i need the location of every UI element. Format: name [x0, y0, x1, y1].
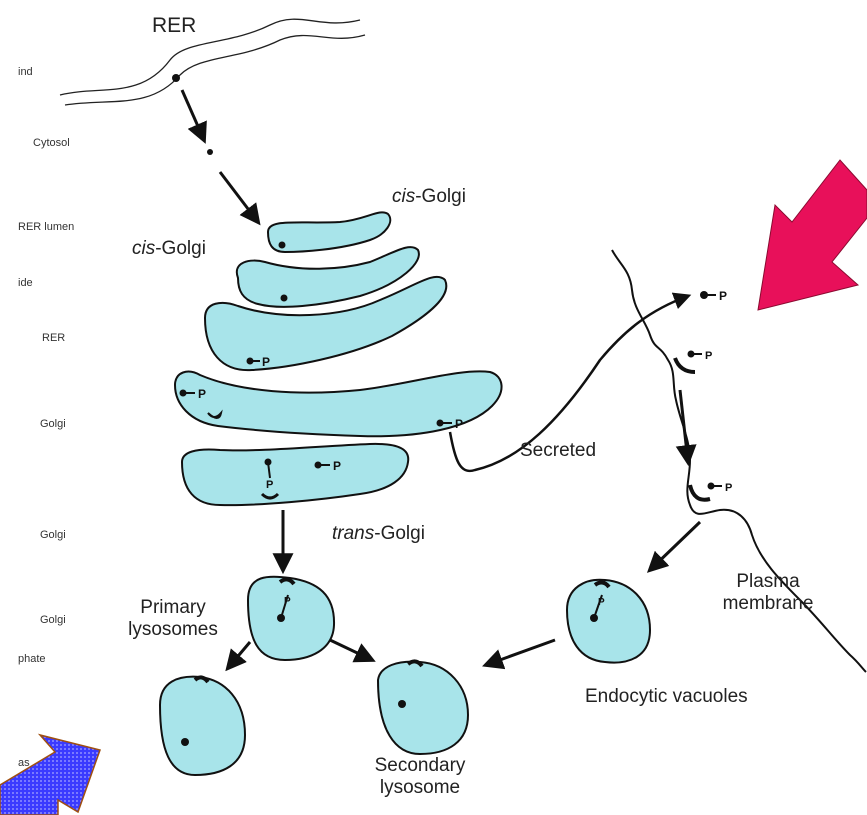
- blue-pointer-arrow: [0, 735, 100, 815]
- svg-text:P: P: [333, 459, 341, 473]
- arrow-primary-to-left: [228, 642, 250, 668]
- primary-lysosomes-label: Primary lysosomes: [108, 597, 238, 641]
- secondary-lysosome-label: Secondary lysosome: [345, 755, 495, 799]
- endocytic-vacuole: [567, 580, 650, 663]
- golgi-cisterna-1: [268, 212, 390, 252]
- rer-protein-dot: [172, 74, 180, 82]
- svg-text:P: P: [705, 350, 712, 362]
- svg-text:P: P: [284, 596, 291, 607]
- side-label-4: ide: [18, 277, 33, 289]
- trans-golgi-label: trans-Golgi: [332, 523, 425, 545]
- secreted-label: Secreted: [520, 440, 596, 462]
- side-label-6: Golgi: [40, 418, 66, 430]
- cis-golgi-label-left: cis-Golgi: [132, 238, 206, 260]
- side-label-2: Cytosol: [33, 137, 70, 149]
- cis-golgi-label-right: cis-Golgi: [392, 186, 466, 208]
- side-label-7: Golgi: [40, 529, 66, 541]
- side-label-8: Golgi: [40, 614, 66, 626]
- arrow-primary-to-secondary: [330, 640, 372, 660]
- rer-membrane-lower: [65, 35, 365, 105]
- rer-title: RER: [152, 14, 196, 38]
- arrow-endocytic-to-secondary: [486, 640, 555, 665]
- transport-dot-1: [207, 149, 213, 155]
- rer-membrane-upper: [60, 19, 360, 95]
- svg-text:P: P: [719, 289, 727, 303]
- arrow-rer-down: [182, 90, 204, 140]
- golgi-cisterna-trans: [182, 444, 408, 505]
- arrow-to-endocytic: [650, 522, 700, 570]
- golgi-cisterna-4: [175, 371, 502, 436]
- side-label-1: ind: [18, 66, 33, 78]
- svg-text:P: P: [266, 479, 273, 491]
- svg-text:P: P: [725, 482, 732, 494]
- side-label-3: RER lumen: [18, 221, 74, 233]
- side-label-9: phate: [18, 653, 46, 665]
- plasma-membrane-label: Plasma membrane: [693, 571, 843, 615]
- svg-text:P: P: [598, 597, 605, 608]
- arrow-to-golgi: [220, 172, 258, 222]
- svg-text:P: P: [455, 417, 463, 431]
- pink-pointer-arrow: [758, 160, 867, 310]
- secondary-lysosome: [378, 662, 468, 754]
- side-label-5: RER: [42, 332, 65, 344]
- svg-text:P: P: [198, 387, 206, 401]
- svg-text:P: P: [262, 355, 270, 369]
- lysosome-left: [160, 677, 245, 775]
- endocytic-vacuoles-label: Endocytic vacuoles: [585, 686, 748, 708]
- arrow-endocytosis: [680, 390, 688, 462]
- side-label-10: as: [18, 757, 30, 769]
- primary-lysosome: [248, 577, 334, 660]
